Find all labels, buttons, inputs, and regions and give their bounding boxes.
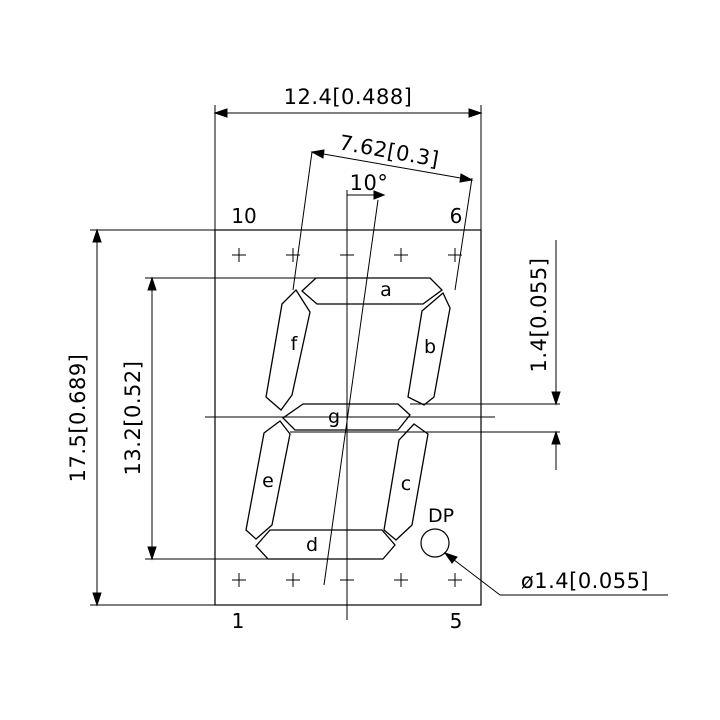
segment-a-label: a [380,279,392,301]
height-dimension [90,228,215,607]
pin-markers-top [232,248,462,262]
segment-d [255,529,396,560]
segment-b-label: b [424,336,436,358]
angle-dimension [347,190,386,200]
slant-angle-label: 10° [350,171,389,195]
pin-6-label: 6 [450,204,463,228]
segment-g-label: g [328,406,340,428]
segment-f-label: f [291,333,299,355]
segment-offset-dimension [205,240,561,470]
digit-height-label: 13.2[0.52] [121,361,145,476]
segment-d-label: d [306,534,318,556]
dp-diameter-label: ø1.4[0.055] [521,569,649,593]
overall-height-label: 17.5[0.689] [66,354,90,483]
overall-width-label: 12.4[0.488] [284,85,413,109]
digit-height-dimension [145,276,316,561]
segment-c [383,423,429,541]
segment-b [407,291,451,406]
pin-span-dimension [292,149,474,291]
segment-c-label: c [401,473,411,495]
dp-diameter-leader [443,552,668,596]
pin-5-label: 5 [450,609,463,633]
pin-1-label: 1 [232,609,245,633]
pin-10-label: 10 [231,204,256,228]
segment-f [265,288,311,411]
digit-slant-centerline [323,199,379,586]
segment-e-label: e [262,470,274,492]
segment-a [301,277,443,305]
segment-e [245,420,291,540]
segment-offset-label: 1.4[0.055] [527,258,551,373]
dp-label: DP [428,505,454,527]
width-dimension [213,105,483,230]
decimal-point [420,528,450,558]
